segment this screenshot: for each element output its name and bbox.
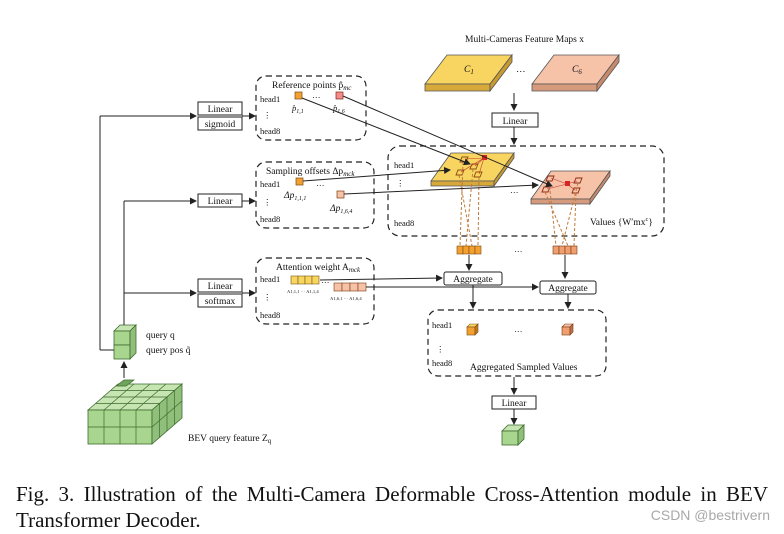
value-map-cam1: [430, 151, 515, 188]
attention-weight-group: [255, 257, 375, 325]
linear-offsets-label: Linear: [208, 197, 234, 207]
ref-p16-label: p̂1,6: [332, 103, 345, 115]
agg-head1: head1: [432, 320, 452, 330]
values-ellipsis: …: [510, 185, 519, 195]
off-head1: head1: [260, 179, 280, 189]
att-head8: head8: [260, 310, 280, 320]
linear-attn-label: Linear: [208, 282, 234, 292]
softmax-box: [197, 293, 243, 308]
cam-c6-label: C: [572, 65, 579, 75]
cam-c1-label: C: [464, 65, 471, 75]
aggregated-values-group: [427, 309, 607, 377]
ref-point-p11: [294, 91, 303, 100]
ref-head1: head1: [260, 94, 280, 104]
aggregate-label-2: Aggregate: [548, 284, 588, 294]
agg-vdots: ⋮: [436, 344, 445, 354]
offset-p164: [336, 190, 345, 199]
ref-point-marker: [482, 155, 487, 160]
values-head8: head8: [394, 218, 414, 228]
sigmoid-label: sigmoid: [205, 120, 236, 130]
att-vdots: ⋮: [263, 292, 272, 302]
output-cube: [501, 424, 525, 446]
ref-ellipsis: …: [312, 90, 321, 100]
linear-values-label: Linear: [503, 117, 529, 127]
off-head8: head8: [260, 214, 280, 224]
sampled-ellipsis: …: [514, 244, 523, 254]
linear-box-ref: [197, 101, 243, 116]
linear-box-attn: [197, 278, 243, 293]
agg-value-cam6: [561, 323, 574, 336]
ref-p11-label: p̂1,1: [291, 103, 304, 115]
ref-vdots: ⋮: [263, 110, 272, 120]
value-map-cam6: [530, 169, 611, 206]
agg-ellipsis: …: [514, 324, 523, 334]
values-head1: head1: [394, 160, 414, 170]
off-vdots: ⋮: [263, 197, 272, 207]
multi-cam-title: Multi-Cameras Feature Maps x: [465, 35, 584, 45]
ref-point-marker-6: [565, 181, 570, 186]
att-a1-label: A1,1,1 ··· A1,1,4: [287, 289, 319, 295]
query-q-label: query q: [146, 331, 175, 341]
values-group: [387, 145, 665, 237]
att-a6-label: A1,6,1 ··· A1,6,4: [330, 296, 362, 302]
off-p164-label: Δp1,6,4: [329, 204, 352, 215]
watermark: CSDN @bestrivern: [650, 507, 770, 523]
aggregate-label-1: Aggregate: [453, 275, 493, 285]
att-head1: head1: [260, 274, 280, 284]
reference-points-group: [255, 75, 367, 141]
linear-box-values: [491, 112, 539, 128]
softmax-label: softmax: [205, 296, 236, 307]
agg-sampled-label: Aggregated Sampled Values: [470, 363, 578, 373]
query-stack: [113, 324, 137, 360]
bev-feature-label: BEV query feature Zq: [188, 433, 272, 445]
off-ellipsis: …: [316, 178, 325, 188]
sampled-values-cam6: [552, 245, 578, 255]
off-p111-label: Δp1,1,1: [283, 191, 306, 202]
camera-map-c1: C1: [424, 53, 513, 93]
attn-weights-cam1: [290, 275, 320, 285]
sigmoid-box: [197, 116, 243, 131]
bev-query-feature-cube: [86, 379, 184, 445]
values-vdots: ⋮: [396, 178, 405, 188]
agg-head8: head8: [432, 358, 452, 368]
attn-weights-cam6: [333, 282, 367, 292]
ref-head8: head8: [260, 126, 280, 136]
cam-ellipsis: …: [516, 65, 526, 75]
query-pos-label: query pos q̃: [146, 345, 191, 356]
att-title: Attention weight Amck: [276, 263, 361, 274]
values-label: Values {W′mxc}: [590, 216, 653, 228]
camera-map-c6: C6: [531, 53, 620, 93]
linear-ref-label: Linear: [208, 105, 234, 115]
sampled-values-cam1: [456, 245, 482, 255]
ref-point-p16: [335, 91, 344, 100]
sampling-lines: [458, 161, 579, 247]
linear-output-label: Linear: [502, 399, 528, 409]
off-title: Sampling offsets Δpmck: [266, 166, 355, 178]
figure-caption: Fig. 3. Illustration of the Multi-Camera…: [16, 482, 768, 532]
sampling-offsets-group: [255, 161, 375, 229]
svg-text:C6: C6: [572, 65, 582, 76]
diagram-canvas: Multi-Cameras Feature Maps x C1 … C6 Lin…: [86, 35, 665, 446]
ref-title: Reference points p̂mc: [272, 80, 352, 92]
agg-value-cam1: [466, 323, 479, 336]
svg-text:C1: C1: [464, 65, 474, 76]
offset-p111: [295, 177, 304, 186]
